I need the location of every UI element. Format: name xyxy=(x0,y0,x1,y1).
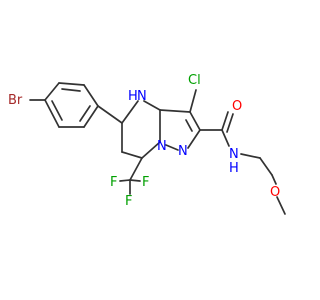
ring-nh-nitrogen: N xyxy=(137,89,147,104)
pyrazole-nitrogen-1: N xyxy=(157,139,167,154)
bond xyxy=(276,196,286,215)
bonds xyxy=(29,82,286,215)
bond-c-cl xyxy=(189,89,197,113)
bond xyxy=(83,105,99,128)
bond xyxy=(165,144,179,151)
bond xyxy=(187,129,201,149)
molecule-canvas: Br Cl H N N N O N H O F F F xyxy=(8,73,286,215)
bond xyxy=(240,153,261,159)
bond xyxy=(141,141,161,159)
bond-c-o xyxy=(226,113,234,133)
fluorine-atom-2: F xyxy=(142,175,149,190)
bond xyxy=(121,100,139,124)
bond xyxy=(58,82,85,86)
bond-c-f xyxy=(129,179,141,182)
bond-c-f xyxy=(119,179,131,182)
bond xyxy=(271,174,277,185)
fluorine-atom-3: F xyxy=(125,194,132,209)
bond-c-n xyxy=(221,129,230,147)
bond xyxy=(121,151,143,159)
bromine-atom: Br xyxy=(8,93,23,108)
bond xyxy=(143,100,161,111)
fluorine-atom-1: F xyxy=(110,175,117,190)
ring-nh-hydrogen: H xyxy=(128,89,138,104)
bond xyxy=(97,105,123,124)
bond-inner xyxy=(61,88,81,92)
bond xyxy=(189,111,201,131)
ether-oxygen: O xyxy=(270,185,280,200)
bond-inner xyxy=(79,105,91,122)
bond xyxy=(159,109,191,113)
amide-hydrogen: H xyxy=(229,161,239,176)
bond xyxy=(83,84,99,107)
chlorine-atom: Cl xyxy=(188,73,201,88)
bond-inner xyxy=(51,100,63,121)
amide-nitrogen: N xyxy=(229,147,239,162)
bond xyxy=(185,119,193,132)
bond xyxy=(44,99,60,128)
atom-labels: Br Cl H N N N O N H O F F F xyxy=(8,73,280,209)
bond-c-o xyxy=(221,111,229,131)
bond xyxy=(44,82,60,101)
pyrazole-nitrogen-2: N xyxy=(178,144,188,159)
chemical-structure: Br Cl H N N N O N H O F F F xyxy=(8,73,286,215)
carbonyl-oxygen: O xyxy=(232,99,242,114)
bond xyxy=(129,157,143,181)
bond xyxy=(259,157,273,176)
